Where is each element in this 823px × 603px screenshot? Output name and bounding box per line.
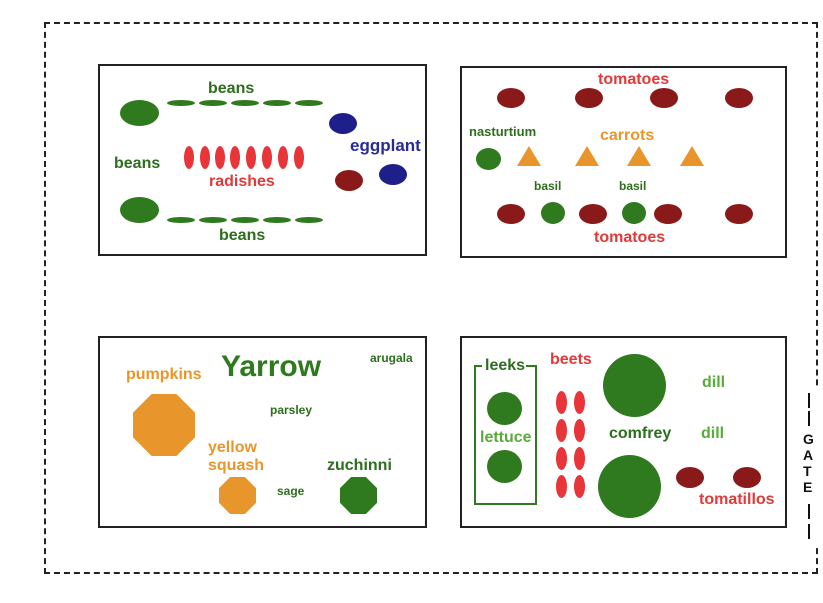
beet-1: [556, 391, 567, 414]
label-yarrow: Yarrow: [221, 350, 322, 383]
gate-letter-a: A: [803, 447, 814, 463]
radish-7: [278, 146, 288, 169]
eggplant-2: [379, 164, 407, 185]
bean-row-top-5: [295, 100, 323, 106]
tomatillo-2: [733, 467, 761, 488]
radish-8: [294, 146, 304, 169]
tomato-top-4: [725, 88, 753, 108]
tomato-plant-top-left: [335, 170, 363, 191]
radish-4: [230, 146, 240, 169]
basil-plant-1: [541, 202, 565, 224]
label-zuchinni: zuchinni: [327, 457, 392, 474]
tomato-top-1: [497, 88, 525, 108]
bean-row-bottom-5: [295, 217, 323, 223]
bean-row-bottom-2: [199, 217, 227, 223]
gate-tick-bottom-2: [808, 524, 810, 539]
lettuce-plant-1: [487, 392, 522, 425]
leeks-frame-bottom: [474, 503, 537, 505]
gate-letter-t: T: [803, 463, 812, 479]
label-carrots: carrots: [600, 127, 655, 144]
leeks-frame-right: [535, 365, 537, 505]
carrot-3: [627, 146, 651, 166]
label-basil-2: basil: [619, 179, 647, 193]
carrot-1: [517, 146, 541, 166]
label-eggplant: eggplant: [350, 136, 421, 155]
leeks-frame-top-left: [474, 365, 482, 367]
gate-gap-mask: [815, 388, 821, 548]
beet-8: [574, 475, 585, 498]
bean-plant-oval-top: [120, 100, 159, 126]
label-beans-top: beans: [208, 80, 255, 97]
tomato-bottom-2: [579, 204, 607, 224]
beet-2: [574, 391, 585, 414]
label-beets: beets: [550, 351, 592, 368]
label-dill-1: dill: [702, 374, 726, 391]
gate: G A T E: [797, 391, 821, 546]
bean-row-top-3: [231, 100, 259, 106]
eggplant-1: [329, 113, 357, 134]
leeks-frame-top-right: [526, 365, 537, 367]
label-radishes: radishes: [209, 173, 275, 190]
bean-row-bottom-3: [231, 217, 259, 223]
gate-tick-bottom: [808, 504, 810, 519]
radish-1: [184, 146, 194, 169]
label-tomatoes-bottom: tomatoes: [594, 229, 666, 246]
leeks-frame-left: [474, 365, 476, 505]
gate-letter-g: G: [803, 431, 814, 447]
label-dill-2: dill: [701, 425, 725, 442]
comfrey-plant-1: [603, 354, 666, 417]
bean-row-bottom-4: [263, 217, 291, 223]
pumpkin-plant: [133, 394, 195, 456]
label-basil-1: basil: [534, 179, 562, 193]
garden-boundary: [44, 22, 818, 574]
gate-letter-e: E: [803, 479, 813, 495]
bean-row-top-2: [199, 100, 227, 106]
label-pumpkins: pumpkins: [126, 366, 202, 383]
label-arugala: arugala: [370, 351, 413, 365]
radish-5: [246, 146, 256, 169]
label-yellow-squash-line1: yellow: [208, 439, 257, 456]
label-comfrey: comfrey: [609, 425, 672, 442]
beet-4: [574, 419, 585, 442]
yellow-squash-plant: [219, 477, 256, 514]
label-lettuce: lettuce: [480, 429, 532, 446]
radish-6: [262, 146, 272, 169]
carrot-2: [575, 146, 599, 166]
nasturtium-plant: [476, 148, 501, 170]
lettuce-plant-2: [487, 450, 522, 483]
tomato-bottom-4: [725, 204, 753, 224]
gate-tick-top-2: [808, 411, 810, 426]
beet-7: [556, 475, 567, 498]
comfrey-plant-2: [598, 455, 661, 518]
tomatillo-1: [676, 467, 704, 488]
basil-plant-2: [622, 202, 646, 224]
tomato-top-3: [650, 88, 678, 108]
bed-top-left: [98, 64, 427, 256]
beet-6: [574, 447, 585, 470]
bean-row-bottom-1: [167, 217, 195, 223]
label-tomatillos: tomatillos: [699, 491, 775, 508]
beet-5: [556, 447, 567, 470]
label-sage: sage: [277, 484, 305, 498]
label-tomatoes-top: tomatoes: [598, 71, 670, 88]
tomato-top-2: [575, 88, 603, 108]
zuchinni-plant: [340, 477, 377, 514]
label-nasturtium: nasturtium: [469, 124, 537, 139]
radish-3: [215, 146, 225, 169]
tomato-bottom-3: [654, 204, 682, 224]
bean-row-top-1: [167, 100, 195, 106]
label-beans-bottom: beans: [219, 227, 266, 244]
label-parsley: parsley: [270, 403, 313, 417]
carrot-4: [680, 146, 704, 166]
label-yellow-squash-line2: squash: [208, 457, 265, 474]
radish-2: [200, 146, 210, 169]
tomato-bottom-1: [497, 204, 525, 224]
beet-3: [556, 419, 567, 442]
bean-plant-oval-bottom: [120, 197, 159, 223]
gate-tick-top: [808, 393, 810, 408]
label-leeks: leeks: [485, 357, 526, 374]
label-beans-left: beans: [114, 155, 161, 172]
bean-row-top-4: [263, 100, 291, 106]
